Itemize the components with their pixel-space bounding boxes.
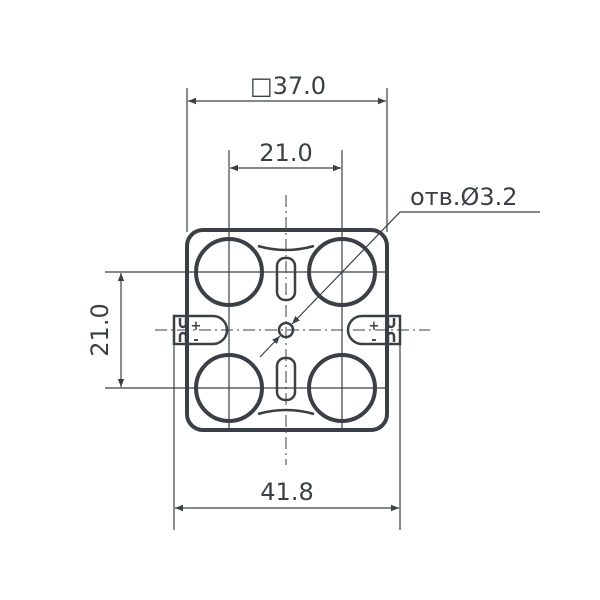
plus-label: + xyxy=(191,319,202,334)
terminal-right: + - xyxy=(346,314,402,348)
extension-lines xyxy=(105,88,401,530)
dimension-overall-width: 41.8 xyxy=(175,478,399,512)
dimension-label: 21.0 xyxy=(86,303,114,356)
hole-diameter-label: отв.Ø3.2 xyxy=(410,183,518,211)
dimension-pitch-vertical: 21.0 xyxy=(86,273,125,387)
dimension-body-square: □37.0 xyxy=(188,72,386,105)
hole-callout: отв.Ø3.2 xyxy=(259,183,540,358)
dimension-label: □37.0 xyxy=(250,72,326,100)
minus-label: - xyxy=(371,333,376,348)
dimension-label: 21.0 xyxy=(259,139,312,167)
module-body xyxy=(185,228,389,432)
dimension-pitch-horizontal: 21.0 xyxy=(230,139,341,172)
minus-label: - xyxy=(193,333,198,348)
slots xyxy=(275,256,297,402)
terminal-left: + - xyxy=(172,314,229,348)
plus-label: + xyxy=(369,319,380,334)
dimension-label: 41.8 xyxy=(260,478,313,506)
